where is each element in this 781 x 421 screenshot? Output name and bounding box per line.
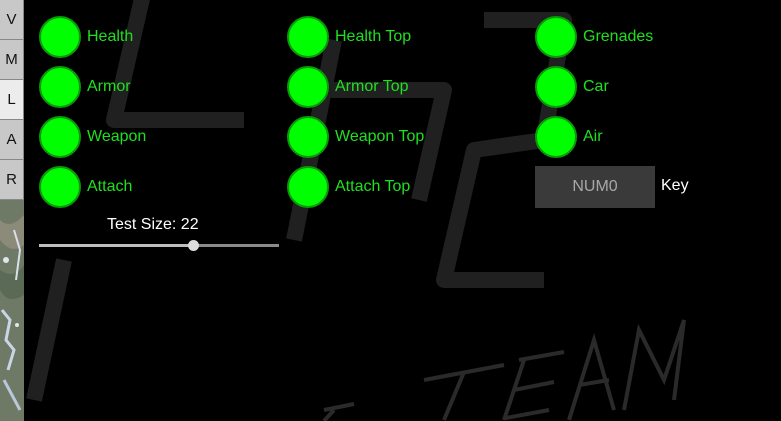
toggle-armor-top[interactable]: Armor Top [287, 66, 409, 108]
toggle-label: Grenades [583, 28, 654, 45]
toggle-indicator [535, 116, 577, 158]
tab-a[interactable]: A [0, 120, 24, 160]
toggle-label: Health [87, 28, 134, 45]
toggle-weapon-top[interactable]: Weapon Top [287, 116, 424, 158]
slider-thumb[interactable] [187, 240, 199, 251]
toggle-health-top[interactable]: Health Top [287, 16, 411, 58]
toggle-label: Air [583, 128, 603, 145]
toggle-indicator [39, 16, 81, 58]
tab-v[interactable]: V [0, 0, 24, 40]
toggle-label: Car [583, 78, 609, 95]
tab-r[interactable]: R [0, 160, 24, 200]
toggle-indicator [287, 166, 329, 208]
toggle-health[interactable]: Health [39, 16, 133, 58]
toggle-grenades[interactable]: Grenades [535, 16, 653, 58]
toggle-indicator [535, 16, 577, 58]
team-logo-watermark [26, 0, 686, 421]
map-thumbnail [0, 200, 24, 421]
test-size-slider[interactable] [39, 240, 279, 251]
toggle-label: Health Top [335, 28, 412, 45]
toggle-armor[interactable]: Armor [39, 66, 131, 108]
toggle-indicator [39, 116, 81, 158]
toggle-weapon[interactable]: Weapon [39, 116, 146, 158]
key-label: Key [661, 177, 689, 194]
toggle-indicator [39, 166, 81, 208]
toggle-air[interactable]: Air [535, 116, 603, 158]
sidebar: V M L A R [0, 0, 24, 421]
toggle-label: Weapon Top [335, 128, 425, 145]
key-bind-button[interactable]: NUM0 [535, 166, 655, 208]
toggle-label: Armor Top [335, 78, 409, 95]
test-size-label: Test Size: 22 [107, 216, 199, 233]
toggle-indicator [535, 66, 577, 108]
toggle-label: Weapon [87, 128, 147, 145]
overlay-panel: Health Armor Weapon Attach Health Top Ar… [24, 0, 781, 421]
toggle-label: Attach Top [335, 178, 411, 195]
toggle-indicator [287, 116, 329, 158]
toggle-label: Armor [87, 78, 131, 95]
tab-m[interactable]: M [0, 40, 24, 80]
toggle-indicator [39, 66, 81, 108]
toggle-indicator [287, 16, 329, 58]
toggle-label: Attach [87, 178, 133, 195]
tab-l[interactable]: L [0, 80, 24, 120]
toggle-attach[interactable]: Attach [39, 166, 132, 208]
toggle-attach-top[interactable]: Attach Top [287, 166, 410, 208]
slider-fill [39, 244, 193, 247]
toggle-indicator [287, 66, 329, 108]
toggle-car[interactable]: Car [535, 66, 609, 108]
